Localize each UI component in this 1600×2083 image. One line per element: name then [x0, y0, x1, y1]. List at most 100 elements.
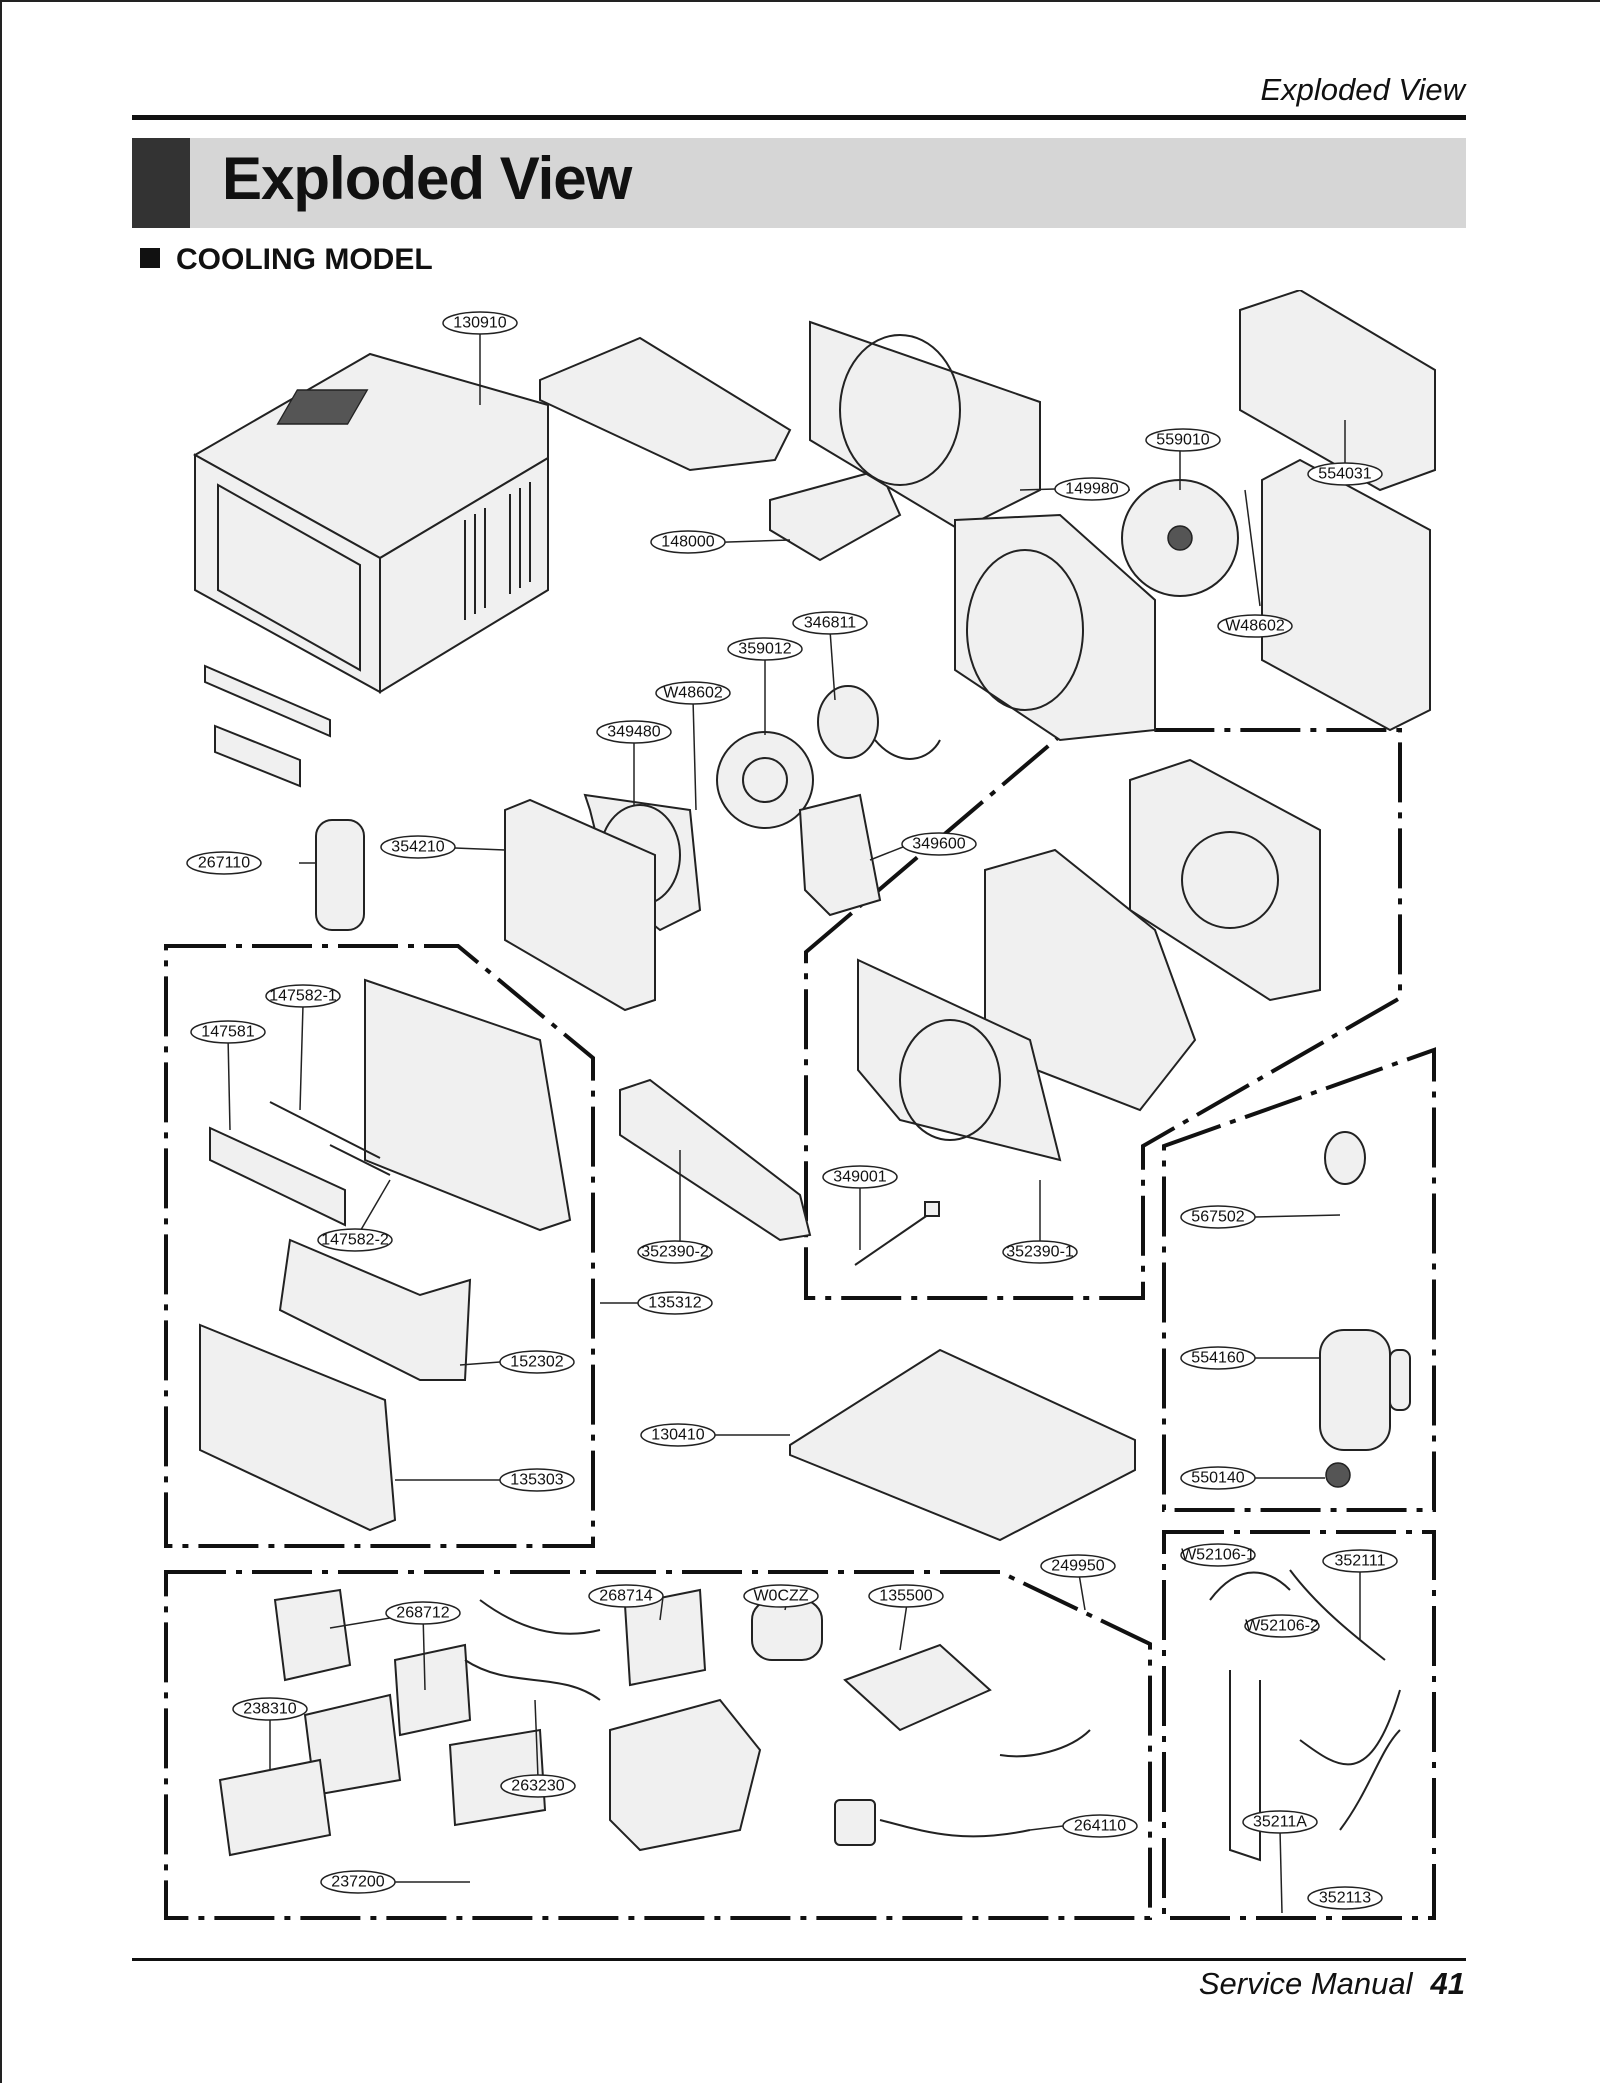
part-label-135312: 135312 [637, 1291, 713, 1315]
svg-text:352390-2: 352390-2 [641, 1244, 709, 1261]
svg-text:359012: 359012 [738, 641, 791, 658]
front-panel-part [364, 978, 572, 1232]
capacitor-part [751, 1599, 823, 1661]
title-bar: Exploded View [132, 138, 1466, 228]
part-label-349001: 349001 [822, 1165, 898, 1189]
svg-text:W48602: W48602 [663, 685, 723, 702]
vane-part [269, 1101, 391, 1176]
svg-text:349001: 349001 [833, 1169, 886, 1186]
part-label-352111: 352111 [1322, 1549, 1398, 1573]
footer-rule [132, 1958, 1466, 1961]
refrigerant-pipe-part [1209, 1569, 1401, 1862]
heater-part [854, 1201, 940, 1266]
svg-text:554031: 554031 [1318, 466, 1371, 483]
part-label-W48602-a: W48602 [1217, 614, 1293, 638]
part-label-W52106-1: W52106-1 [1180, 1543, 1256, 1567]
control-box-part [609, 1588, 762, 1852]
svg-text:267110: 267110 [198, 855, 250, 872]
page-title: Exploded View [222, 145, 632, 212]
exploded-view-diagram: 130910 148000 149980 559010 554031 34681… [164, 290, 1436, 1920]
svg-text:35211A: 35211A [1253, 1814, 1307, 1831]
svg-text:346811: 346811 [804, 615, 856, 632]
page-border-top [0, 0, 1600, 2]
svg-text:550140: 550140 [1191, 1470, 1244, 1487]
part-label-152302: 152302 [499, 1350, 575, 1374]
part-label-354210: 354210 [380, 835, 456, 859]
part-label-147582-1: 147582-1 [265, 984, 341, 1008]
part-label-349600: 349600 [901, 832, 977, 856]
part-label-130410: 130410 [640, 1423, 716, 1447]
front-grille-group-box [164, 944, 595, 1548]
part-label-554031: 554031 [1307, 462, 1383, 486]
part-label-268712: 268712 [385, 1601, 461, 1625]
part-label-147582-2: 147582-2 [317, 1228, 393, 1252]
shroud-upper-part [809, 320, 1041, 532]
part-label-559010: 559010 [1145, 428, 1221, 452]
air-guide-part [619, 1078, 812, 1242]
part-label-238310: 238310 [232, 1697, 308, 1721]
part-label-263230: 263230 [500, 1774, 576, 1798]
part-label-346811: 346811 [792, 611, 868, 635]
title-tab [132, 138, 190, 228]
part-label-267110: 267110 [186, 851, 262, 875]
part-label-567502: 567502 [1180, 1205, 1256, 1229]
svg-text:148000: 148000 [661, 534, 714, 551]
svg-text:349480: 349480 [607, 724, 660, 741]
svg-text:W52106-2: W52106-2 [1245, 1618, 1319, 1635]
part-label-249950: 249950 [1040, 1554, 1116, 1578]
svg-text:559010: 559010 [1156, 432, 1209, 449]
part-label-349480: 349480 [596, 720, 672, 744]
page-number: 41 [1430, 1966, 1465, 2001]
svg-text:238310: 238310 [243, 1701, 296, 1718]
top-cover-part [539, 336, 902, 562]
air-filter-part [278, 1238, 472, 1381]
svg-text:263230: 263230 [511, 1778, 564, 1795]
part-label-147581: 147581 [190, 1020, 266, 1044]
header-rule [132, 115, 1466, 120]
compressor-group-box [1162, 1047, 1436, 1512]
part-label-550140: 550140 [1180, 1466, 1256, 1490]
refrigerant-pipe-group-box [1162, 1530, 1436, 1920]
control-cover-part [843, 1643, 992, 1732]
shroud-lower-part [954, 513, 1156, 742]
compressor-part [1319, 1131, 1411, 1488]
louver-part [209, 1126, 346, 1227]
svg-text:152302: 152302 [510, 1354, 563, 1371]
propeller-fan-part [1121, 479, 1239, 597]
part-label-268714: 268714 [588, 1584, 664, 1608]
part-label-135303: 135303 [499, 1468, 575, 1492]
square-bullet-icon [140, 248, 160, 268]
part-label-135500: 135500 [868, 1584, 944, 1608]
part-label-W52106-2: W52106-2 [1244, 1614, 1320, 1638]
cabinet-vents [464, 482, 531, 620]
svg-text:147582-2: 147582-2 [321, 1232, 389, 1249]
running-header: Exploded View [1260, 72, 1465, 107]
svg-text:354210: 354210 [391, 839, 444, 856]
svg-text:135303: 135303 [510, 1472, 563, 1489]
svg-text:147582-1: 147582-1 [269, 988, 337, 1005]
svg-text:149980: 149980 [1065, 481, 1118, 498]
remote-control-part [315, 819, 365, 931]
condenser-coil-part [1239, 290, 1436, 732]
fan-motor-part [817, 685, 941, 760]
section-heading-text: COOLING MODEL [176, 243, 433, 276]
base-shroud-part [857, 758, 1321, 1162]
svg-text:130410: 130410 [651, 1427, 704, 1444]
section-heading: COOLING MODEL [140, 243, 433, 277]
leader-lines [227, 320, 1361, 1914]
svg-text:352111: 352111 [1334, 1553, 1385, 1570]
part-label-W48602-b: W48602 [655, 681, 731, 705]
control-pcb-part [218, 1588, 547, 1857]
svg-text:W52106-1: W52106-1 [1181, 1547, 1255, 1564]
svg-text:349600: 349600 [912, 836, 965, 853]
part-label-264110: 264110 [1062, 1814, 1138, 1838]
part-label-130910: 130910 [442, 311, 518, 335]
svg-text:135312: 135312 [648, 1295, 701, 1312]
part-label-35211A: 35211A [1242, 1810, 1318, 1834]
part-label-149980: 149980 [1054, 477, 1130, 501]
part-label-237200: 237200 [320, 1870, 396, 1894]
drain-parts [204, 664, 331, 788]
base-pan-part [789, 1348, 1136, 1542]
page-border-left [0, 0, 2, 2083]
